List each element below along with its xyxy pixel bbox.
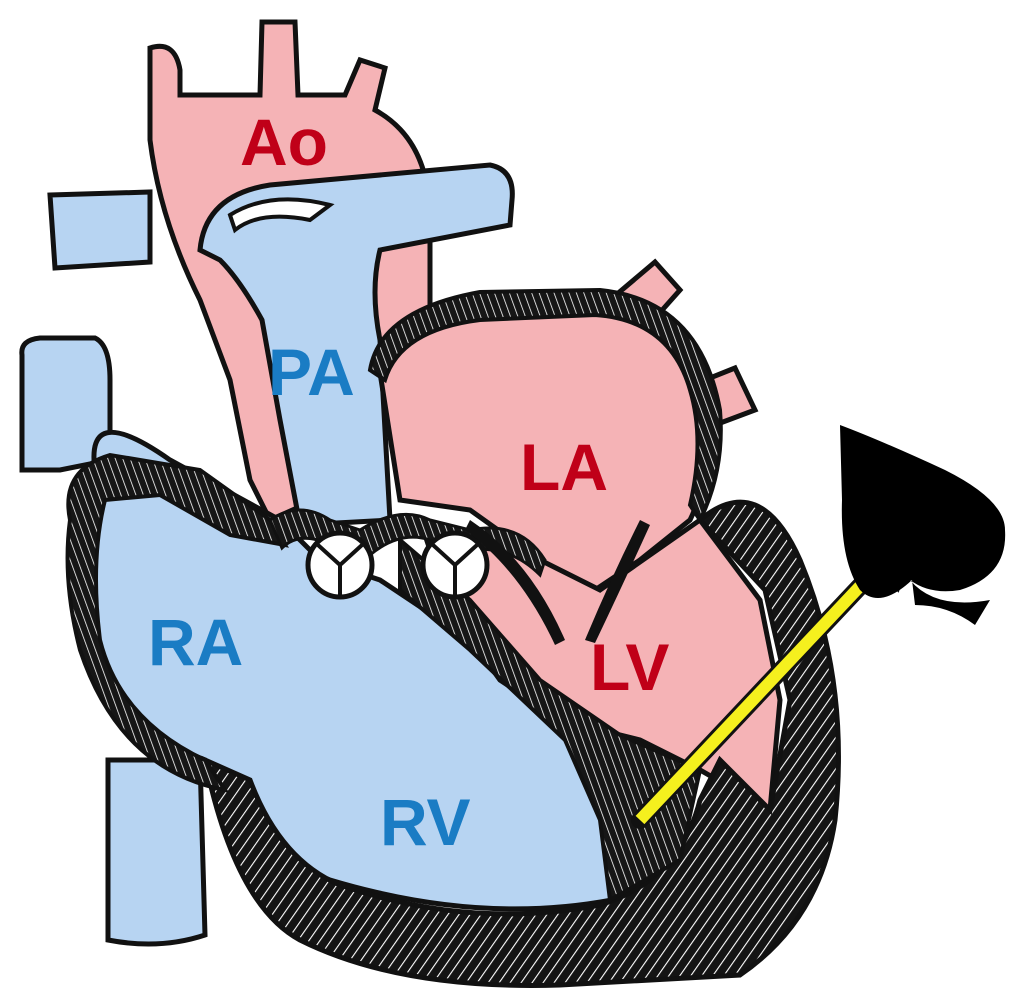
- label-rv: RV: [380, 785, 471, 859]
- label-lv: LV: [590, 630, 669, 704]
- aortic-valve: [423, 533, 487, 597]
- pulmonary-valve: [308, 533, 372, 597]
- label-ra: RA: [148, 605, 243, 679]
- inferior-vena-cava: [108, 760, 205, 944]
- label-ao: Ao: [240, 105, 328, 179]
- spade-icon: [840, 425, 1005, 625]
- label-la: LA: [520, 430, 608, 504]
- label-pa: PA: [268, 335, 355, 409]
- pulmonary-artery-branch: [50, 192, 150, 268]
